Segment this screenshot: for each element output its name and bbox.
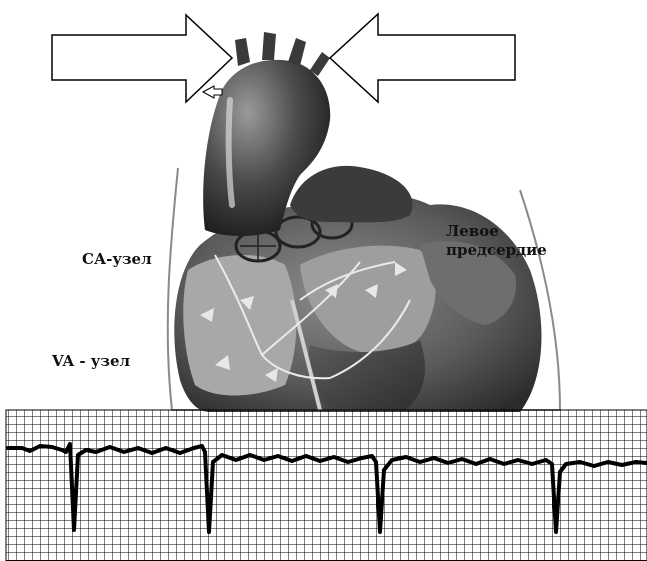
va-node-label: VA - узел <box>52 352 130 371</box>
left-atrium-label-line2: предсердие <box>446 241 547 260</box>
left-arrow-icon <box>52 15 232 102</box>
aorta-highlight <box>229 100 232 205</box>
pulmonary-artery <box>290 166 413 223</box>
right-chamber <box>183 255 296 396</box>
ecg-grid <box>6 410 647 561</box>
small-arrow-icon <box>203 86 222 98</box>
sa-node-label: СА-узел <box>82 250 152 269</box>
left-atrium-label-line1: Левое <box>446 222 547 241</box>
ecg-strip <box>6 410 647 561</box>
left-atrium-label: Левое предсердие <box>446 222 547 260</box>
right-arrow-icon <box>330 14 515 102</box>
